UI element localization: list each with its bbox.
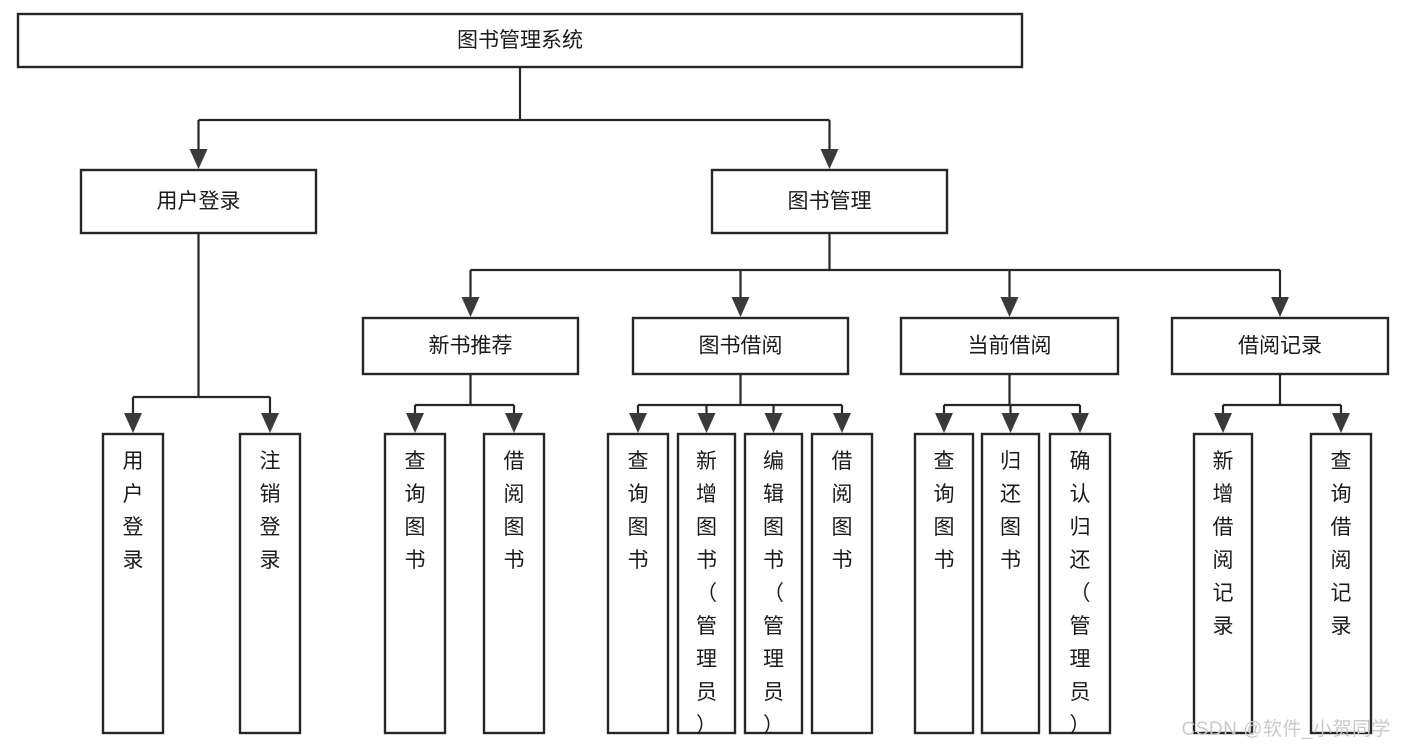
node-current-borrow-box bbox=[899, 316, 1120, 376]
node-leaf-borrow-book-box bbox=[810, 432, 874, 735]
conn-bookmgmt-arrow-1 bbox=[731, 297, 750, 317]
node-leaf-add-book-admin[interactable]: 新增图书（管理员） bbox=[676, 432, 737, 737]
node-user-login-box bbox=[79, 168, 318, 235]
node-leaf-user-logout-box bbox=[238, 432, 302, 735]
node-leaf-query-book-borrow-box bbox=[606, 432, 670, 735]
node-leaf-edit-book-admin-box bbox=[743, 432, 804, 735]
node-leaf-query-book-recommend-label: 查询图书 bbox=[405, 450, 426, 572]
node-leaf-query-book-current-box bbox=[913, 432, 975, 735]
node-book-borrow-label: 图书借阅 bbox=[699, 335, 783, 358]
node-borrow-record-label: 借阅记录 bbox=[1238, 335, 1322, 358]
node-leaf-confirm-return-admin[interactable]: 确认归还（管理员） bbox=[1048, 432, 1112, 737]
conn-node-user-login-arrow-0 bbox=[124, 413, 142, 433]
csdn-watermark: CSDN @软件_小贺同学 bbox=[1181, 719, 1391, 740]
node-user-login-label: 用户登录 bbox=[157, 190, 241, 213]
node-leaf-borrow-book-label: 借阅图书 bbox=[832, 450, 853, 572]
node-layer: 图书管理系统用户登录图书管理新书推荐图书借阅当前借阅借阅记录用户登录注销登录查询… bbox=[16, 12, 1390, 737]
node-leaf-user-login-label: 用户登录 bbox=[123, 450, 144, 572]
node-leaf-return-book-label: 归还图书 bbox=[1000, 450, 1021, 572]
node-book-borrow[interactable]: 图书借阅 bbox=[631, 316, 850, 376]
node-leaf-confirm-return-admin-label: 确认归还（管理员） bbox=[1070, 450, 1091, 737]
conn-node-book-borrow-arrow-1 bbox=[697, 413, 716, 433]
node-leaf-user-logout-label: 注销登录 bbox=[260, 450, 281, 572]
node-leaf-edit-book-admin-label: 编辑图书（管理员） bbox=[763, 450, 784, 737]
conn-node-user-login-arrow-1 bbox=[261, 413, 279, 433]
conn-node-current-borrow-arrow-0 bbox=[935, 413, 953, 433]
conn-node-book-borrow-arrow-2 bbox=[764, 413, 783, 433]
conn-node-book-borrow-arrow-3 bbox=[833, 413, 851, 433]
node-leaf-confirm-return-admin-box bbox=[1048, 432, 1112, 735]
node-leaf-query-book-current-label: 查询图书 bbox=[934, 450, 955, 572]
node-leaf-query-borrow-record-label: 查询借阅记录 bbox=[1331, 450, 1352, 638]
node-book-management-box bbox=[710, 168, 949, 235]
node-borrow-record[interactable]: 借阅记录 bbox=[1170, 316, 1390, 376]
node-leaf-user-logout[interactable]: 注销登录 bbox=[238, 432, 302, 735]
conn-bookmgmt-arrow-2 bbox=[1000, 297, 1019, 317]
node-book-management-label: 图书管理 bbox=[788, 190, 872, 213]
conn-node-new-book-recommend-arrow-1 bbox=[505, 413, 523, 433]
node-root-library-system[interactable]: 图书管理系统 bbox=[16, 12, 1024, 69]
node-leaf-user-login[interactable]: 用户登录 bbox=[101, 432, 165, 735]
node-book-management[interactable]: 图书管理 bbox=[710, 168, 949, 235]
node-leaf-query-book-recommend[interactable]: 查询图书 bbox=[383, 432, 447, 735]
node-leaf-add-borrow-record[interactable]: 新增借阅记录 bbox=[1192, 432, 1254, 735]
node-leaf-borrow-book-recommend[interactable]: 借阅图书 bbox=[482, 432, 546, 735]
conn-node-current-borrow-arrow-1 bbox=[1001, 413, 1020, 433]
node-leaf-add-borrow-record-label: 新增借阅记录 bbox=[1213, 450, 1234, 638]
conn-node-new-book-recommend-arrow-0 bbox=[406, 413, 424, 433]
node-current-borrow[interactable]: 当前借阅 bbox=[899, 316, 1120, 376]
node-leaf-return-book-box bbox=[980, 432, 1041, 735]
conn-bookmgmt-arrow-0 bbox=[461, 297, 480, 317]
node-leaf-query-book-borrow[interactable]: 查询图书 bbox=[606, 432, 670, 735]
node-leaf-edit-book-admin[interactable]: 编辑图书（管理员） bbox=[743, 432, 804, 737]
node-leaf-borrow-book-recommend-box bbox=[482, 432, 546, 735]
conn-root-arrow-1 bbox=[820, 149, 839, 169]
node-user-login[interactable]: 用户登录 bbox=[79, 168, 318, 235]
node-leaf-query-book-current[interactable]: 查询图书 bbox=[913, 432, 975, 735]
node-leaf-return-book[interactable]: 归还图书 bbox=[980, 432, 1041, 735]
conn-node-book-borrow-arrow-0 bbox=[629, 413, 647, 433]
node-root-library-system-box bbox=[16, 12, 1024, 69]
node-leaf-borrow-book-recommend-label: 借阅图书 bbox=[504, 450, 525, 572]
conn-node-borrow-record-arrow-1 bbox=[1332, 413, 1350, 433]
node-leaf-query-book-recommend-box bbox=[383, 432, 447, 735]
conn-node-current-borrow-arrow-2 bbox=[1071, 413, 1089, 433]
node-new-book-recommend-box bbox=[361, 316, 580, 376]
conn-root-arrow-0 bbox=[189, 149, 208, 169]
conn-node-borrow-record-arrow-0 bbox=[1214, 413, 1232, 433]
node-new-book-recommend[interactable]: 新书推荐 bbox=[361, 316, 580, 376]
node-leaf-add-book-admin-label: 新增图书（管理员） bbox=[696, 450, 717, 737]
node-leaf-borrow-book[interactable]: 借阅图书 bbox=[810, 432, 874, 735]
node-leaf-query-borrow-record-box bbox=[1309, 432, 1373, 735]
node-leaf-add-borrow-record-box bbox=[1192, 432, 1254, 735]
conn-bookmgmt-arrow-3 bbox=[1271, 297, 1289, 317]
node-leaf-query-borrow-record[interactable]: 查询借阅记录 bbox=[1309, 432, 1373, 735]
node-book-borrow-box bbox=[631, 316, 850, 376]
node-leaf-add-book-admin-box bbox=[676, 432, 737, 735]
node-leaf-query-book-borrow-label: 查询图书 bbox=[628, 450, 649, 572]
connector-layer bbox=[124, 67, 1350, 433]
node-root-library-system-label: 图书管理系统 bbox=[457, 29, 583, 52]
node-leaf-user-login-box bbox=[101, 432, 165, 735]
node-new-book-recommend-label: 新书推荐 bbox=[429, 335, 513, 358]
node-current-borrow-label: 当前借阅 bbox=[968, 335, 1052, 358]
node-borrow-record-box bbox=[1170, 316, 1390, 376]
